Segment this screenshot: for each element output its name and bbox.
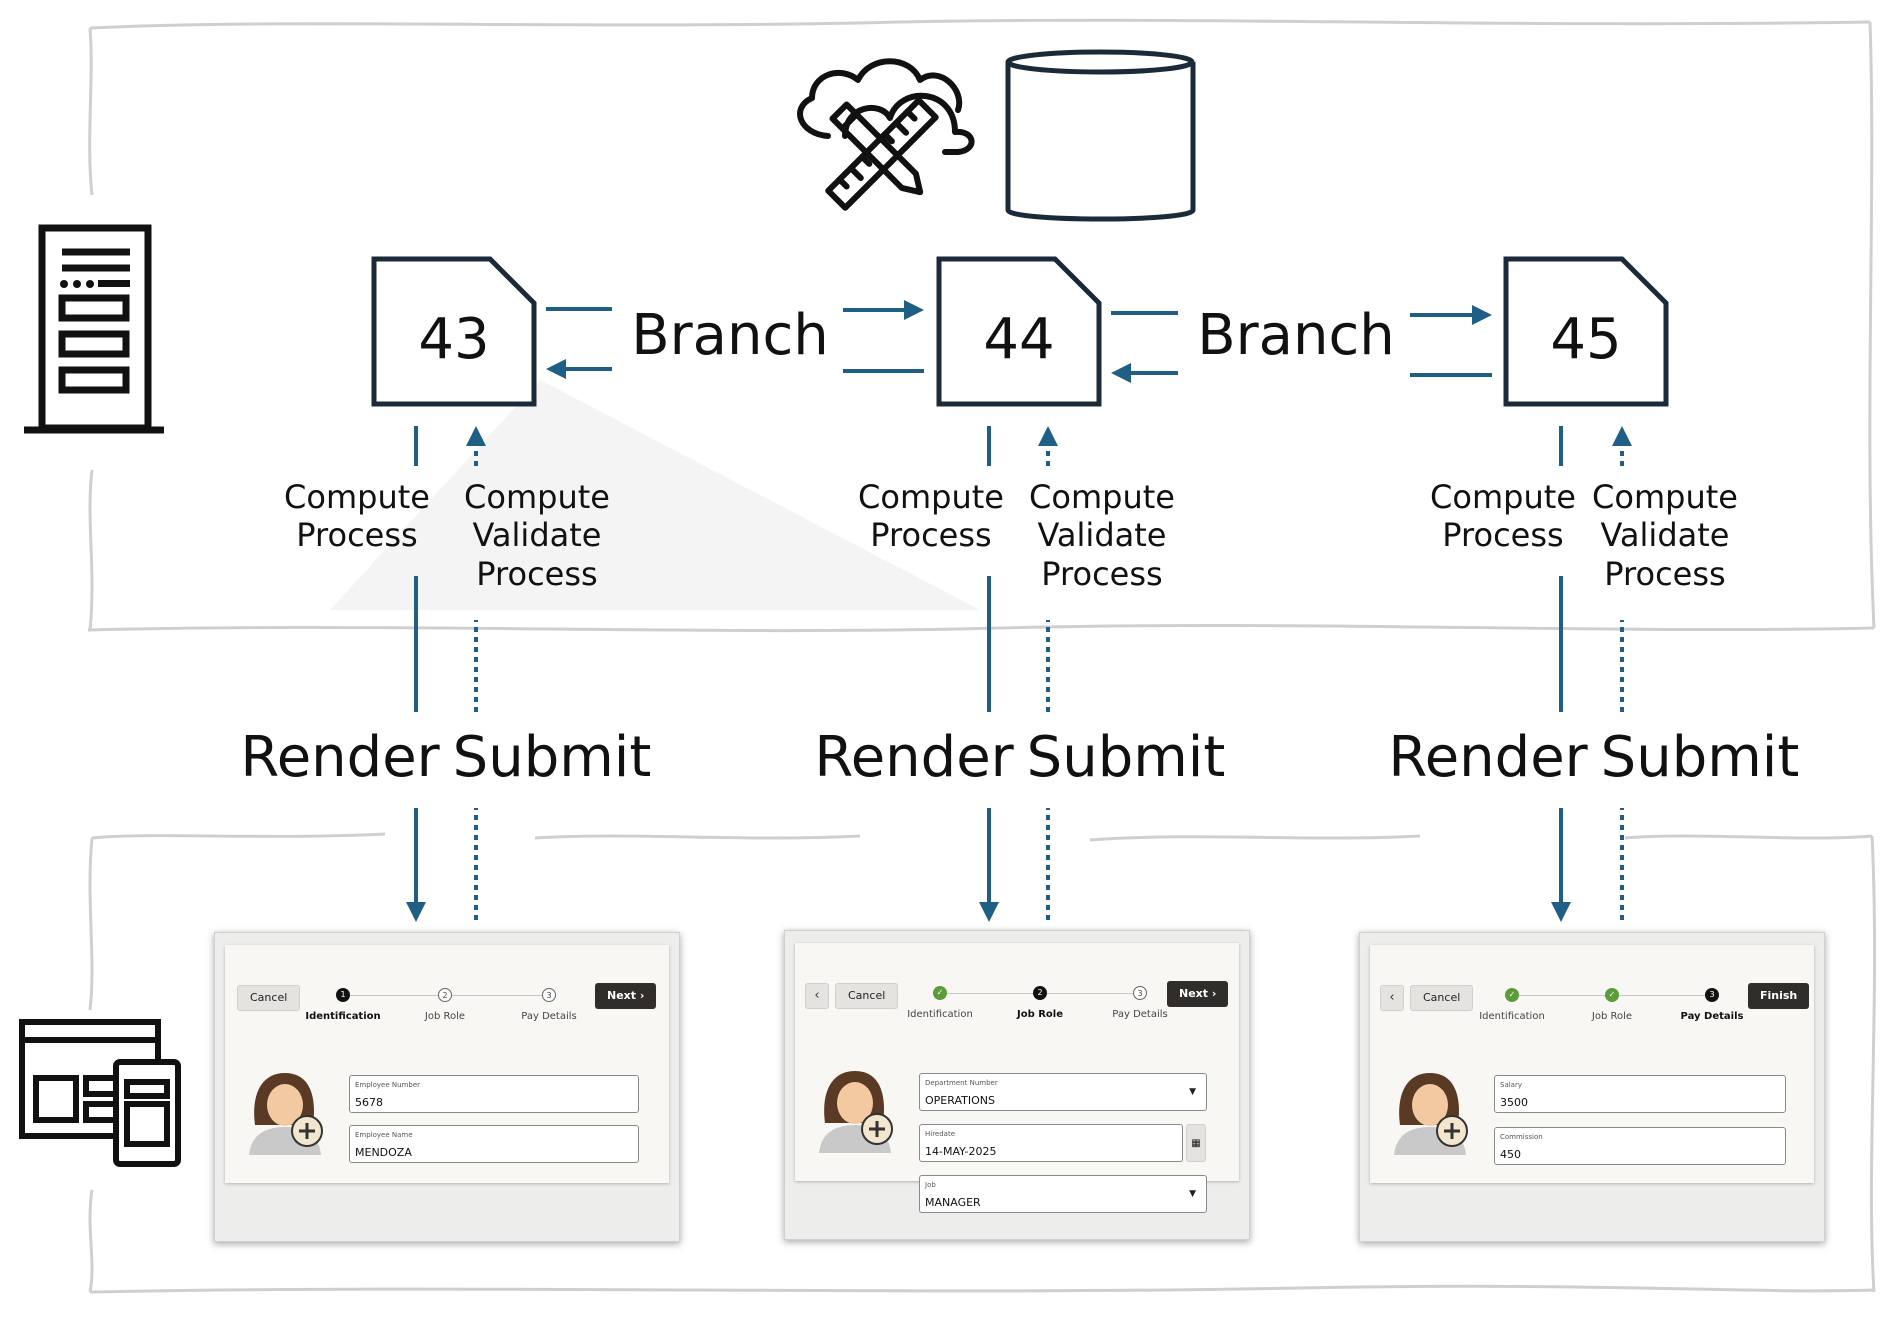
server-icon-dots	[60, 280, 130, 288]
cancel-button[interactable]: Cancel	[237, 985, 301, 1011]
next-button[interactable]: Next ›	[1167, 981, 1229, 1007]
employee-avatar	[819, 1071, 893, 1153]
employee-avatar	[1394, 1073, 1468, 1155]
step-label-pay-details: Pay Details	[521, 1011, 577, 1022]
submit-label-43: Submit	[452, 725, 652, 790]
step-1-dot[interactable]: 1	[336, 988, 350, 1002]
back-button[interactable]: ‹	[1380, 985, 1404, 1011]
branch-label-1: Branch	[631, 303, 829, 368]
branch-label-2: Branch	[1197, 303, 1395, 368]
browser-devices-icon	[19, 1019, 181, 1167]
step-1-done-dot[interactable]: ✓	[933, 986, 947, 1000]
page-number-44: 44	[983, 307, 1055, 372]
step-label-job-role: Job Role	[1016, 1009, 1064, 1020]
step-label-identification: Identification	[1479, 1011, 1545, 1022]
calendar-icon[interactable]: ▦	[1186, 1124, 1206, 1162]
step-1-done-dot[interactable]: ✓	[1505, 988, 1519, 1002]
next-button[interactable]: Next ›	[595, 983, 657, 1009]
page-doc-45	[1503, 256, 1669, 407]
finish-button[interactable]: Finish	[1748, 983, 1810, 1009]
wizard-screen-job-role: ‹ Cancel ✓ 2 3 Identification Job Role P…	[784, 930, 1250, 1240]
step-2-dot[interactable]: 2	[438, 988, 452, 1002]
step-label-job-role: Job Role	[1591, 1011, 1633, 1022]
server-region-border	[87, 18, 1876, 633]
back-button[interactable]: ‹	[805, 983, 829, 1009]
wizard-panel: Cancel 1 2 3 Identification Job Role Pay…	[225, 945, 669, 1183]
step-3-dot[interactable]: 3	[542, 988, 556, 1002]
submit-label-44: Submit	[1026, 725, 1226, 790]
wizard-screen-pay-details: ‹ Cancel ✓ ✓ 3 Identification Job Role P…	[1359, 932, 1825, 1242]
branch-arrows	[546, 300, 1492, 383]
cancel-button[interactable]: Cancel	[1410, 985, 1474, 1011]
client-region-border	[88, 832, 1877, 1294]
wizard-panel: ‹ Cancel ✓ ✓ 3 Identification Job Role P…	[1370, 945, 1814, 1183]
step-2-dot[interactable]: 2	[1033, 986, 1047, 1000]
step-label-job-role: Job Role	[424, 1011, 466, 1022]
render-label-45: Render	[1388, 725, 1588, 790]
step-label-pay-details: Pay Details	[1680, 1011, 1744, 1022]
step-label-identification: Identification	[907, 1009, 973, 1020]
vertical-arrows	[406, 426, 1632, 922]
step-3-dot[interactable]: 3	[1133, 986, 1147, 1000]
database-icon	[1005, 49, 1196, 222]
employee-avatar	[249, 1073, 323, 1155]
focus-cone	[330, 380, 980, 610]
page-number-43: 43	[418, 307, 490, 372]
chevron-down-icon: ▼	[1189, 1087, 1196, 1097]
wizard-panel: ‹ Cancel ✓ 2 3 Identification Job Role P…	[795, 943, 1239, 1213]
page-doc-44	[936, 256, 1102, 407]
step-3-dot[interactable]: 3	[1705, 988, 1719, 1002]
server-icon	[24, 224, 164, 434]
wizard-screen-identification: Cancel 1 2 3 Identification Job Role Pay…	[214, 932, 680, 1242]
cancel-button[interactable]: Cancel	[835, 983, 899, 1009]
chevron-down-icon: ▼	[1189, 1189, 1196, 1199]
cloud-tools-icon	[797, 58, 975, 211]
page-number-45: 45	[1550, 307, 1622, 372]
step-label-pay-details: Pay Details	[1112, 1009, 1168, 1020]
render-label-44: Render	[814, 725, 1014, 790]
submit-label-45: Submit	[1600, 725, 1800, 790]
page-doc-43	[371, 256, 537, 407]
step-2-done-dot[interactable]: ✓	[1605, 988, 1619, 1002]
step-label-identification: Identification	[305, 1011, 381, 1022]
render-label-43: Render	[240, 725, 440, 790]
